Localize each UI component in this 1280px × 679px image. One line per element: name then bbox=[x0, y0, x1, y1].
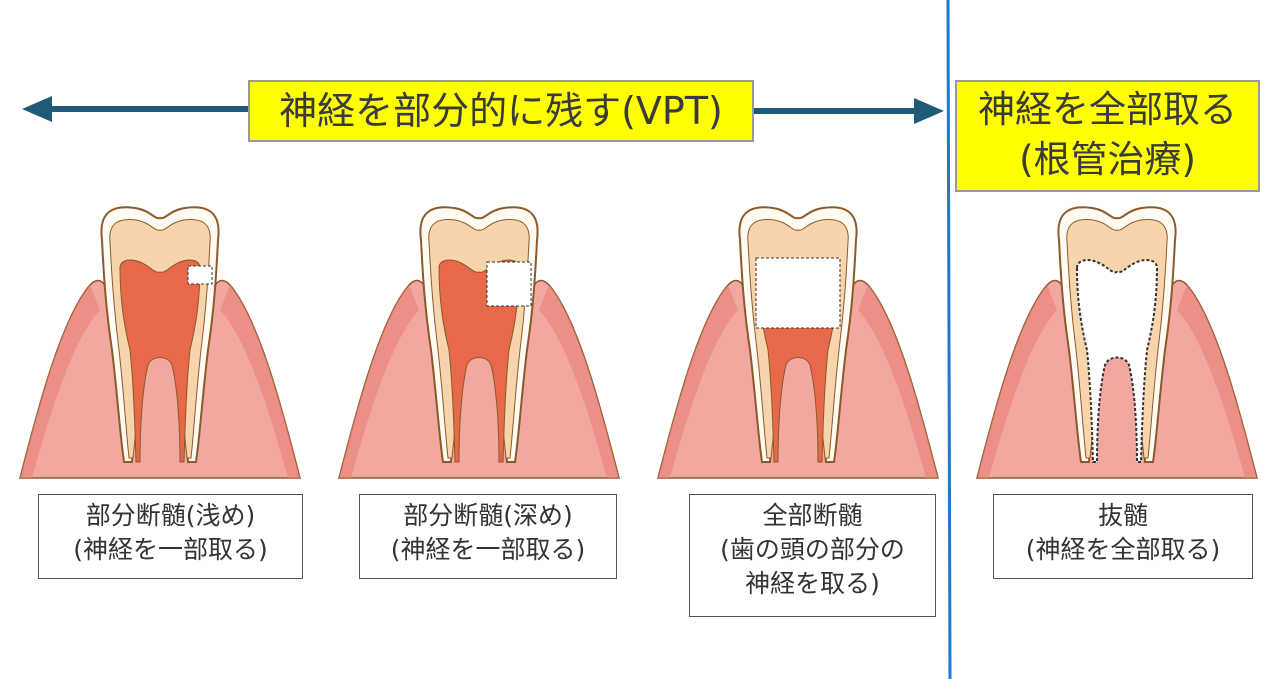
arrow-head-right-icon bbox=[914, 98, 944, 124]
caption-title: 全部断髄 bbox=[762, 501, 863, 530]
gum-inner-right bbox=[220, 285, 300, 478]
dental-pulp bbox=[119, 259, 201, 463]
root-canal-banner: 神経を全部取る (根管治療) bbox=[955, 80, 1260, 192]
pulp-removed bbox=[187, 265, 213, 285]
gum-inner-left bbox=[658, 285, 738, 478]
gum-inner-right bbox=[539, 285, 619, 478]
pulp-removed bbox=[486, 261, 532, 307]
caption-note-cont: 神経を取る) bbox=[745, 569, 880, 598]
tooth-shallow-partial-pulpotomy bbox=[19, 206, 301, 479]
caption-note: (神経を一部取る) bbox=[390, 535, 586, 564]
vpt-banner-label: 神経を部分的に残す(VPT) bbox=[279, 89, 723, 133]
gum-inner-right bbox=[1177, 285, 1257, 478]
tooth-full-pulpotomy bbox=[657, 206, 939, 479]
tooth-deep-partial-pulpotomy bbox=[338, 206, 620, 479]
gum-inner-left bbox=[977, 285, 1057, 478]
caption-deep-partial-pulpotomy: 部分断髄(深め) (神経を一部取る) bbox=[359, 494, 617, 579]
section-divider bbox=[946, 0, 952, 679]
caption-title: 部分断髄(浅め) bbox=[85, 501, 256, 530]
gum-inner-left bbox=[339, 285, 419, 478]
pulp-removed bbox=[755, 257, 841, 329]
caption-shallow-partial-pulpotomy: 部分断髄(浅め) (神経を一部取る) bbox=[38, 494, 303, 579]
tooth-pulpectomy bbox=[976, 206, 1258, 479]
caption-note: (歯の頭の部分の bbox=[720, 535, 905, 564]
arrow-head-left-icon bbox=[22, 96, 52, 122]
root-canal-banner-title: 神経を全部取る bbox=[978, 88, 1237, 131]
caption-pulpectomy: 抜髄 (神経を全部取る) bbox=[993, 494, 1253, 579]
gum-inner-left bbox=[20, 285, 100, 478]
caption-note: (神経を一部取る) bbox=[73, 535, 268, 564]
pulp-removed bbox=[1075, 259, 1159, 463]
caption-note: (神経を全部取る) bbox=[1025, 535, 1221, 564]
root-canal-banner-subtitle: (根管治療) bbox=[1019, 138, 1196, 181]
caption-full-pulpotomy: 全部断髄 (歯の頭の部分の 神経を取る) bbox=[689, 494, 936, 617]
vpt-banner: 神経を部分的に残す(VPT) bbox=[248, 80, 754, 142]
dental-pulp bbox=[438, 259, 520, 463]
caption-title: 部分断髄(深め) bbox=[403, 501, 573, 530]
gum-inner-right bbox=[858, 285, 938, 478]
caption-title: 抜髄 bbox=[1097, 501, 1148, 530]
